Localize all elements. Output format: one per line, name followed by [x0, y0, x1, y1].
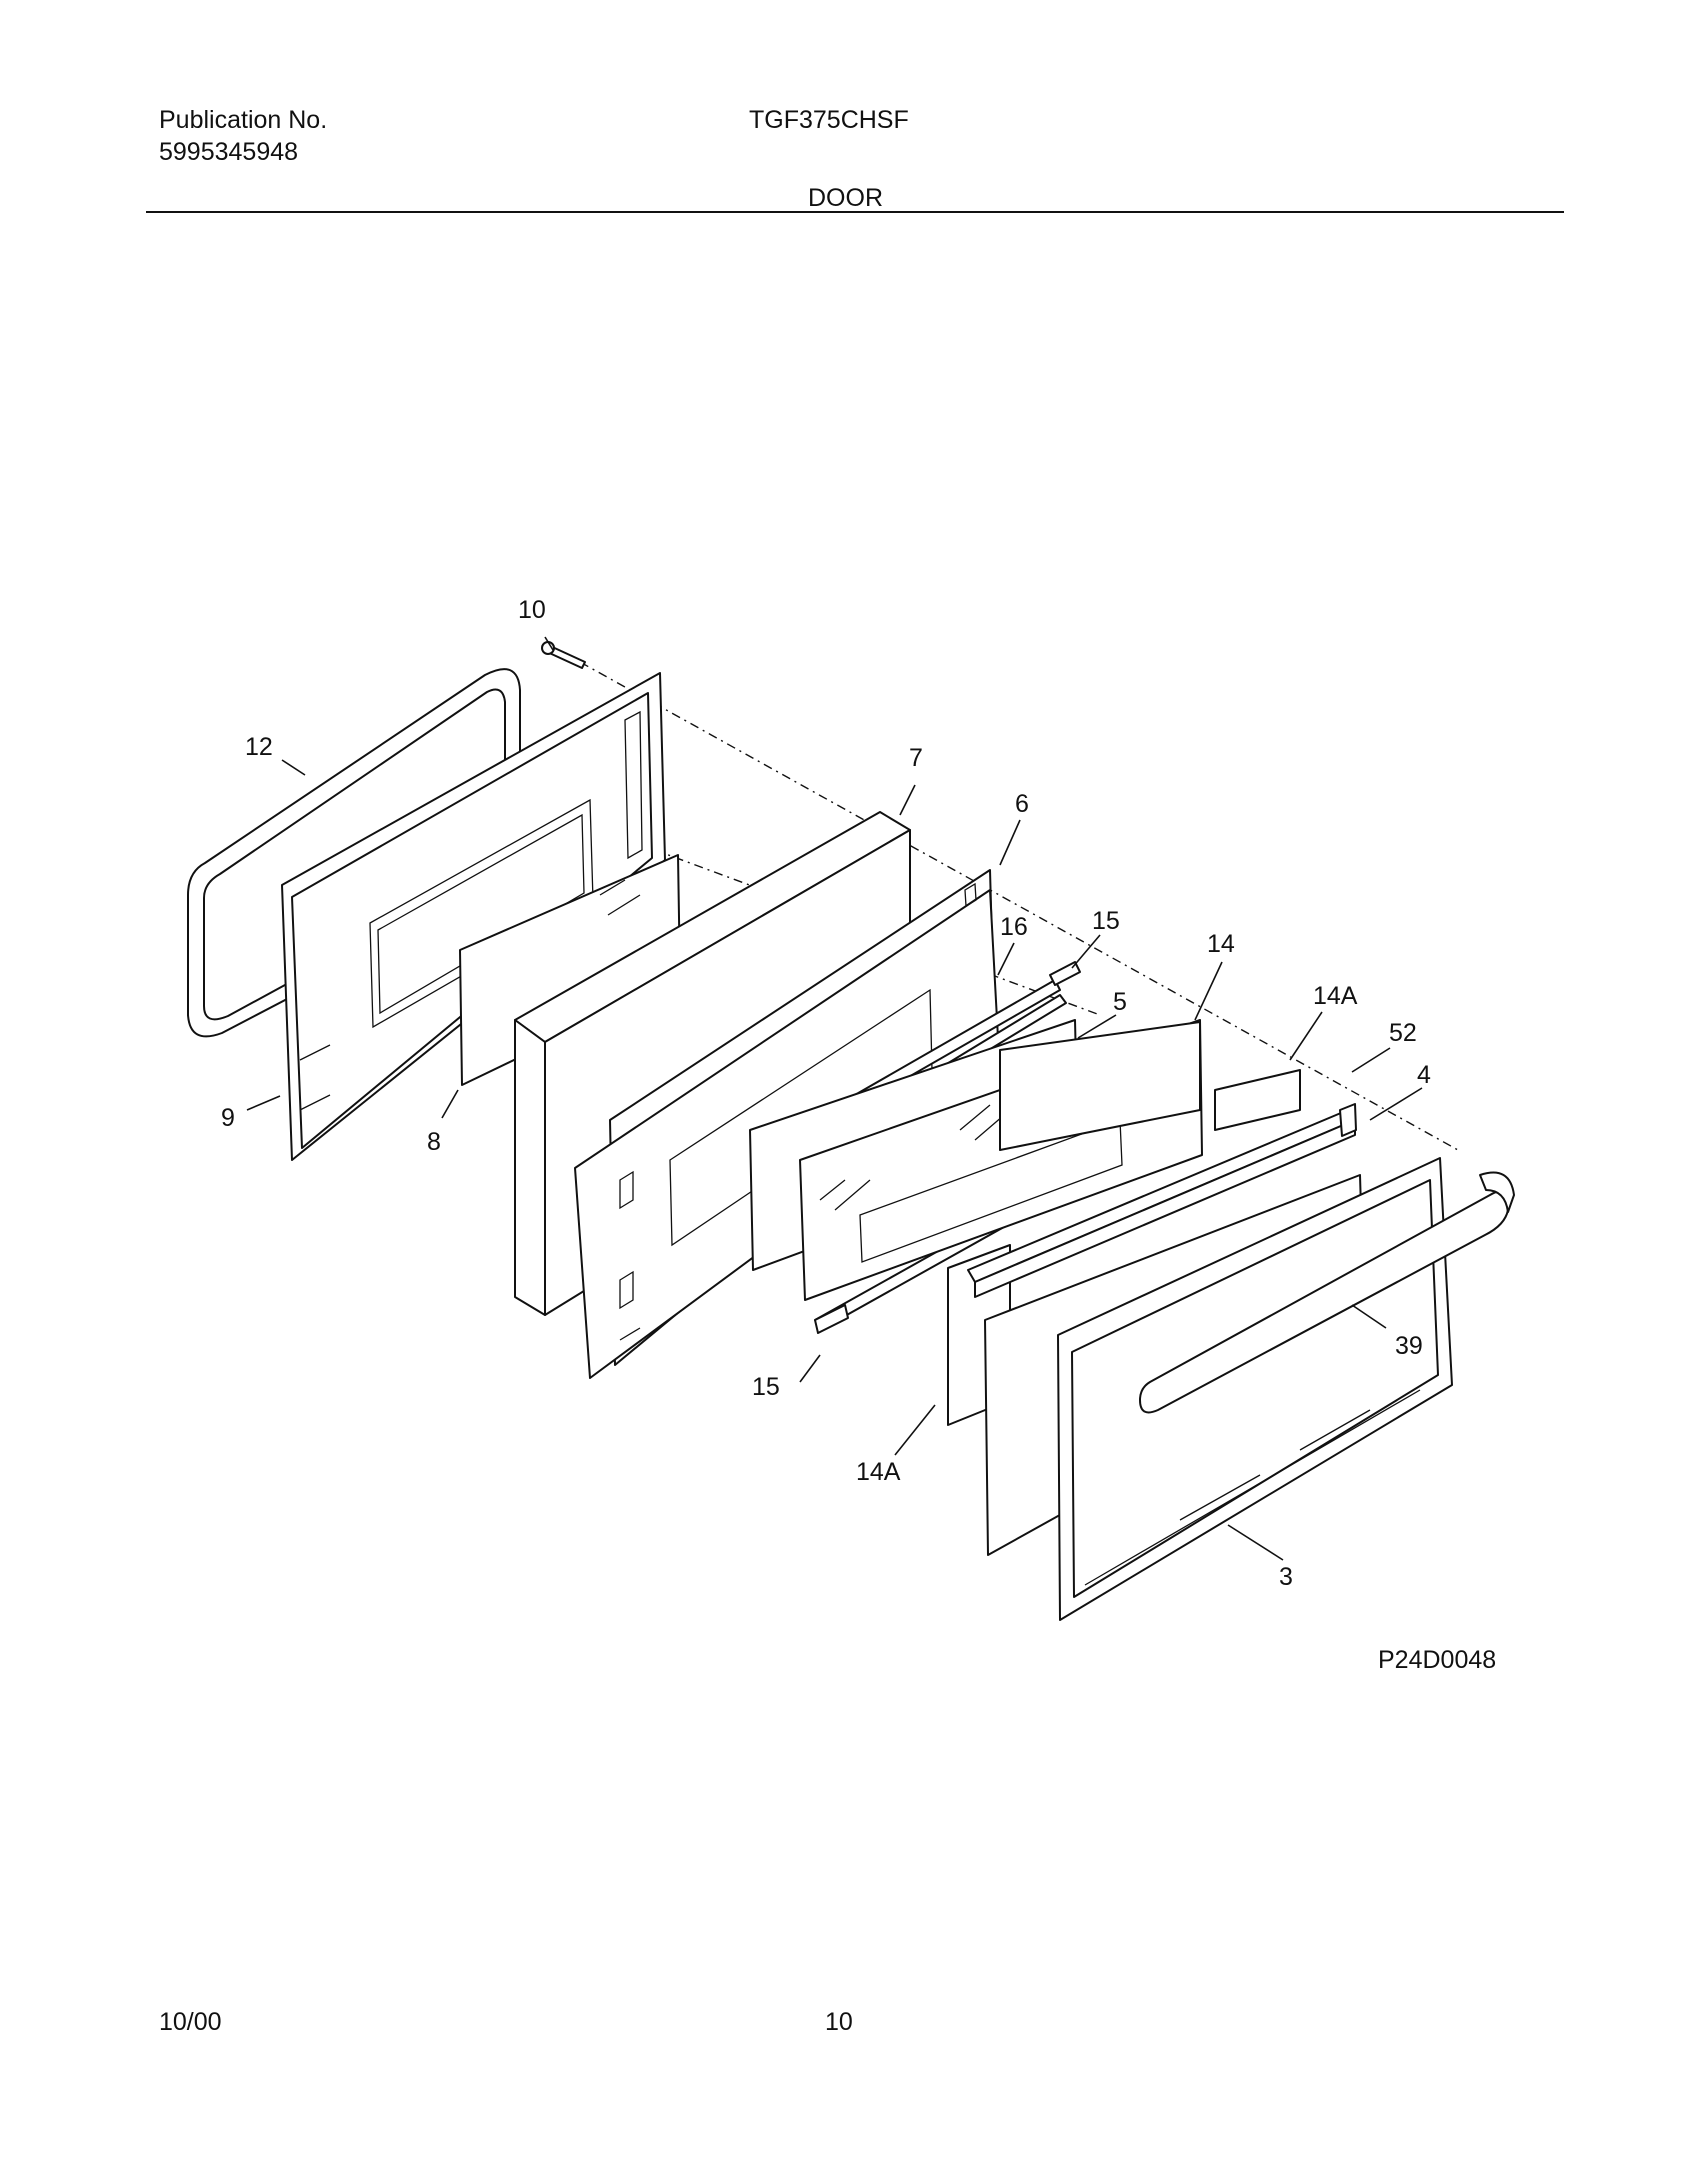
callout-9: 9 — [221, 1104, 235, 1132]
publication-label: Publication No. — [159, 106, 328, 134]
callout-52: 52 — [1389, 1019, 1417, 1047]
publication-number: 5995345948 — [159, 138, 299, 166]
section-title: DOOR — [808, 184, 883, 212]
assembly-line-upper — [561, 651, 1459, 1151]
part-52-top-trim — [967, 1103, 1357, 1298]
footer-date: 10/00 — [159, 2008, 222, 2036]
model-number: TGF375CHSF — [749, 106, 909, 134]
callout-6: 6 — [1015, 790, 1029, 818]
callout-8: 8 — [427, 1128, 441, 1156]
page-number: 10 — [825, 2008, 853, 2036]
callout-7: 7 — [909, 744, 923, 772]
drawing-id: P24D0048 — [1378, 1646, 1496, 1674]
callout-14: 14 — [1207, 930, 1235, 958]
callout-15-top: 15 — [1092, 907, 1120, 935]
callout-16: 16 — [1000, 913, 1028, 941]
part-15-bracket-top — [1049, 961, 1081, 986]
header-rule — [146, 211, 1564, 213]
callout-14a-top: 14A — [1313, 982, 1358, 1010]
leader-lines — [246, 636, 1423, 1561]
callout-14a-bottom: 14A — [856, 1458, 901, 1486]
part-14a-spacer-top — [1214, 1069, 1301, 1131]
callout-39: 39 — [1395, 1332, 1423, 1360]
callout-12: 12 — [245, 733, 273, 761]
callout-10: 10 — [518, 596, 546, 624]
part-39-handle — [1139, 1171, 1515, 1414]
callout-labels: 10 12 9 8 7 6 16 15 5 14 14A 52 4 39 15 … — [221, 596, 1496, 1674]
part-10-screw — [541, 641, 586, 669]
callout-15-bottom: 15 — [752, 1373, 780, 1401]
callout-3: 3 — [1279, 1563, 1293, 1591]
callout-4: 4 — [1417, 1061, 1431, 1089]
callout-5: 5 — [1113, 988, 1127, 1016]
part-14-panel — [999, 1021, 1201, 1151]
part-9-door-liner — [281, 672, 666, 1161]
